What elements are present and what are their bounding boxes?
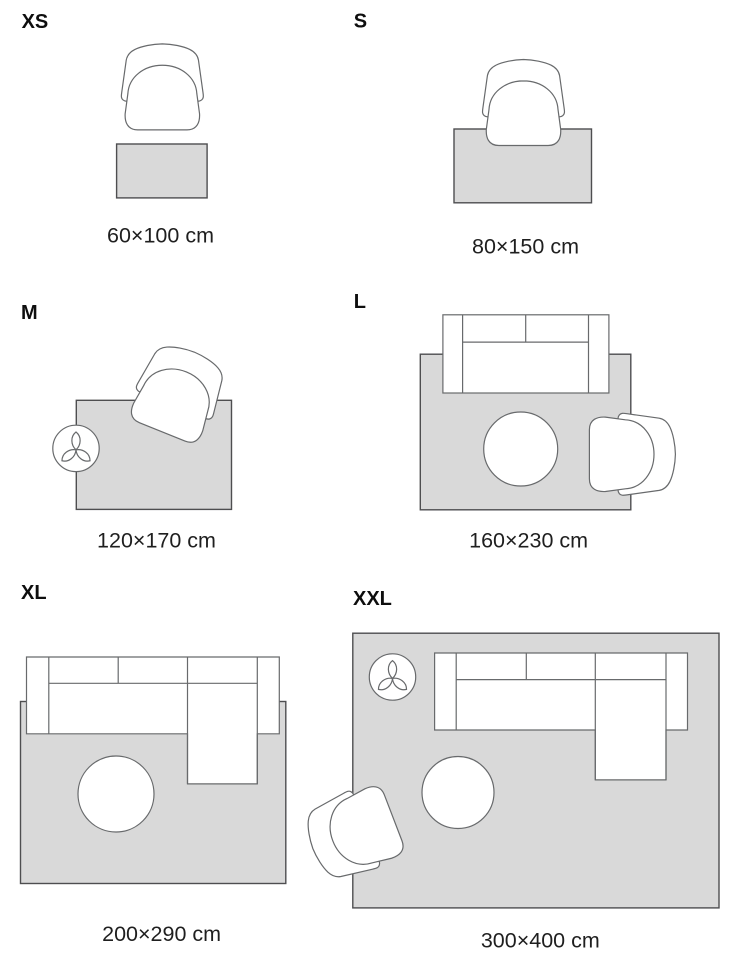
svg-text:XXL: XXL (353, 588, 392, 610)
svg-text:XS: XS (22, 11, 49, 33)
svg-text:L: L (354, 291, 366, 313)
svg-text:200×290 cm: 200×290 cm (102, 922, 221, 946)
svg-text:300×400 cm: 300×400 cm (481, 928, 600, 952)
svg-text:80×150 cm: 80×150 cm (472, 235, 579, 259)
svg-text:60×100 cm: 60×100 cm (107, 224, 214, 248)
svg-text:M: M (21, 302, 38, 324)
svg-text:120×170 cm: 120×170 cm (97, 528, 216, 552)
svg-text:160×230 cm: 160×230 cm (469, 528, 588, 552)
svg-text:S: S (354, 11, 367, 33)
svg-text:XL: XL (21, 582, 47, 604)
